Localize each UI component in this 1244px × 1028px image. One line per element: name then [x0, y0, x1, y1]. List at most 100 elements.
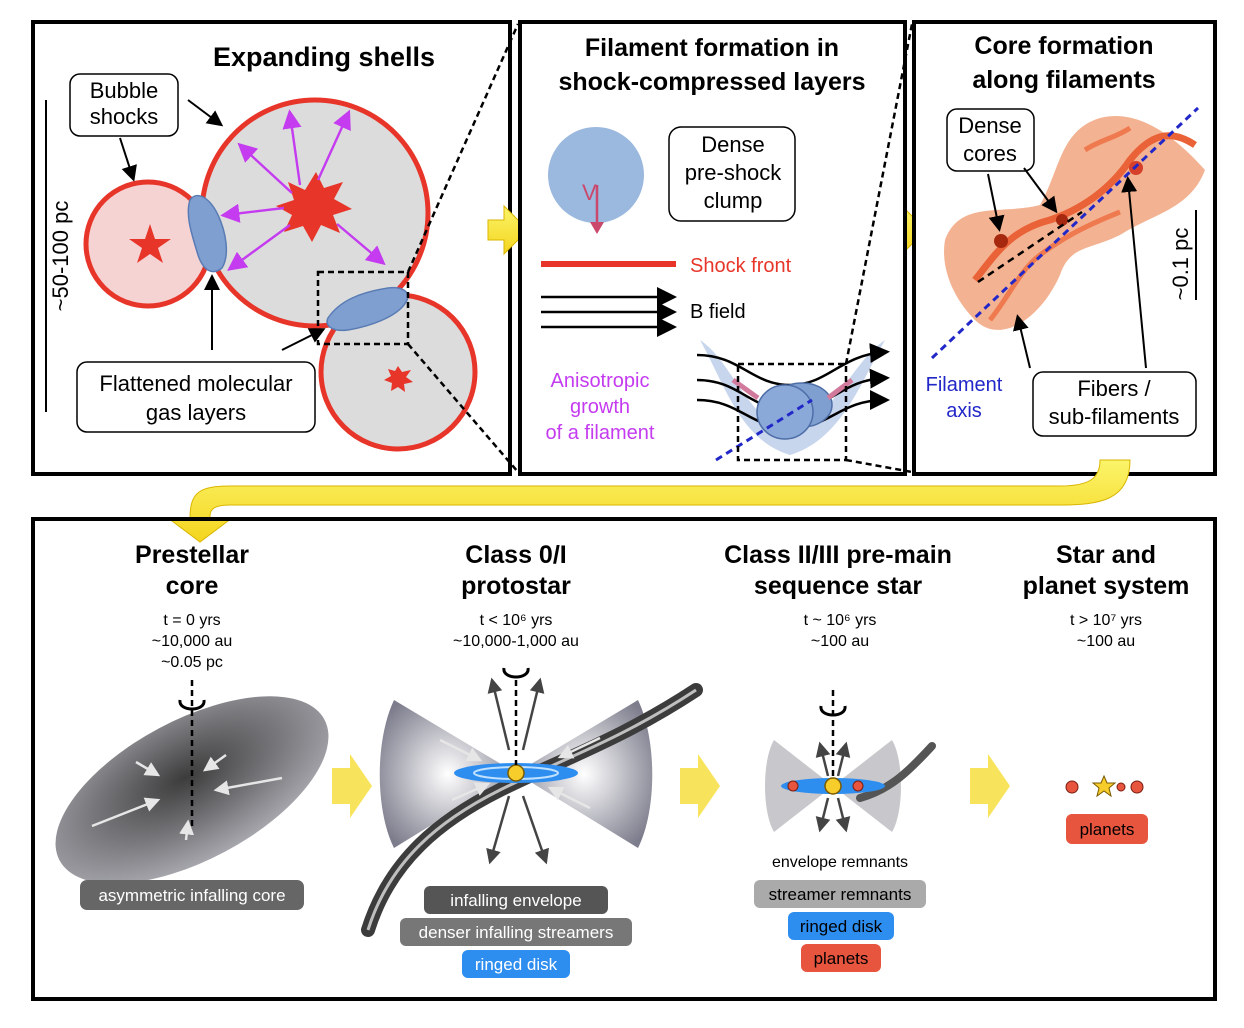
- panel-core-formation: Core formation along filaments Dense cor…: [912, 20, 1217, 476]
- planet-2: [1116, 782, 1126, 792]
- rotation-icon-1: [178, 699, 206, 711]
- fibers-arrow-1: [1013, 314, 1031, 369]
- dense-cores-label-2: cores: [963, 141, 1017, 166]
- dense-cores-arrow-2: [1023, 167, 1058, 214]
- label-streamer-remnants: streamer remnants: [769, 885, 912, 904]
- label-streamer-remnants-box: [754, 880, 926, 908]
- core-chain-dashes: [977, 210, 1083, 284]
- velocity-arrowhead: [590, 222, 604, 234]
- clump-label-2: pre-shock: [685, 160, 783, 185]
- stage3-title-1: Class II/III pre-main: [724, 541, 952, 569]
- clump-label-3: clump: [704, 188, 763, 213]
- compressed-layer-left: [187, 194, 228, 273]
- dense-cores-box: [946, 108, 1035, 172]
- bubble-shocks-arrow-1: [119, 137, 137, 182]
- expansion-arrows: [220, 109, 386, 271]
- label-planets-2: planets: [1080, 820, 1135, 839]
- panel-expanding-shells: Expanding shells Bubble shocks: [31, 20, 520, 476]
- label-infalling-envelope: infalling envelope: [450, 891, 581, 910]
- label-infalling-envelope-box: [424, 886, 608, 914]
- label-ringed-disk-1: ringed disk: [475, 955, 558, 974]
- zoom-line-top-2: [844, 23, 914, 365]
- label-asymmetric-core-box: [80, 880, 304, 910]
- stage2-info-2: ~10,000-1,000 au: [453, 633, 579, 650]
- envelope-left-lobe: [379, 700, 516, 848]
- flattened-label-2: gas layers: [146, 400, 246, 425]
- panel-filament-formation: Filament formation in shock-compressed l…: [518, 20, 914, 476]
- pre-shock-clump: [548, 127, 644, 223]
- stage4-title-1: Star and: [1056, 541, 1156, 569]
- bubble-shocks-label-1: Bubble: [90, 78, 159, 103]
- label-planets-box-1: [801, 944, 881, 972]
- stage3-title-2: sequence star: [754, 572, 922, 600]
- stage1-title-1: Prestellar: [135, 541, 249, 569]
- stage4-info-1: t > 10⁷ yrs: [1070, 612, 1142, 629]
- label-asymmetric-core: asymmetric infalling core: [98, 886, 285, 905]
- flattened-layers-box: [76, 361, 316, 433]
- dense-core-1: [994, 234, 1008, 248]
- star-icon: [129, 224, 171, 263]
- label-streamers: denser infalling streamers: [419, 923, 614, 942]
- filament-axis-dashed: [930, 106, 1200, 360]
- filament-axis-line: [715, 398, 813, 462]
- stage1-info-2: ~10,000 au: [152, 633, 233, 650]
- pms-outflow-arrows: [815, 741, 851, 833]
- clump-box: [668, 126, 796, 222]
- stage2-title-2: protostar: [461, 572, 571, 600]
- b-field-label: B field: [690, 301, 746, 323]
- stage2-title-1: Class 0/I: [465, 541, 566, 569]
- stage3-info-1: t ~ 10⁶ yrs: [804, 612, 877, 629]
- rotation-icon-2: [502, 667, 530, 679]
- panel3-title-2: along filaments: [972, 66, 1155, 94]
- clump-label-1: Dense: [701, 132, 765, 157]
- flattened-label-1: Flattened molecular: [99, 371, 292, 396]
- zoom-box: [316, 270, 410, 346]
- shock-front-label: Shock front: [690, 255, 792, 277]
- filament-axis-label-2: axis: [946, 400, 982, 422]
- panel2-title-2: shock-compressed layers: [558, 68, 865, 96]
- zoom-line-top: [406, 23, 520, 273]
- pms-star-illustration: envelope remnants streamer remnants ring…: [754, 690, 936, 972]
- stage-arrow-3: [970, 754, 1010, 818]
- envelope-infall-arrows: [439, 736, 601, 810]
- label-planets-box-2: [1066, 814, 1148, 844]
- streamer-highlight: [366, 688, 697, 931]
- protostar-illustration: infalling envelope denser infalling stre…: [361, 667, 703, 978]
- aniso-label-2: growth: [570, 396, 630, 418]
- outflow-arrows: [486, 677, 549, 865]
- planet-pms-2: [852, 780, 864, 792]
- protostar: [507, 764, 525, 782]
- stage-prestellar-header: Prestellar core t = 0 yrs ~10,000 au ~0.…: [135, 541, 249, 671]
- fiber-3: [1083, 125, 1132, 153]
- stage2-info-1: t < 10⁶ yrs: [480, 612, 553, 629]
- star-icon-2: [1091, 774, 1117, 798]
- b-field-arrows: [541, 287, 677, 337]
- stage-planet-system-header: Star and planet system t > 10⁷ yrs ~100 …: [1023, 541, 1190, 650]
- filament-axis-label-1: Filament: [926, 374, 1003, 396]
- stage1-title-2: core: [166, 572, 219, 600]
- stage4-title-2: planet system: [1023, 572, 1190, 600]
- bottom-panel-frame: [31, 517, 1217, 1001]
- panel1-title: Expanding shells: [213, 42, 435, 72]
- flattened-arrow-2: [281, 328, 326, 351]
- inflow-arrow-right: [826, 378, 854, 400]
- rotation-icon-3: [819, 705, 847, 717]
- scale-label-right: ~0.1 pc: [1168, 228, 1193, 301]
- stage1-info-1: t = 0 yrs: [163, 612, 220, 629]
- dense-cores-label-1: Dense: [958, 113, 1022, 138]
- prestellar-infall-arrows: [91, 753, 283, 841]
- label-ringed-disk-box-2: [788, 912, 894, 940]
- compressed-layer-right: [326, 286, 409, 332]
- stage4-info-2: ~100 au: [1077, 633, 1135, 650]
- bubble-shocks-arrow-2: [187, 99, 224, 127]
- fibers-label-1: Fibers /: [1077, 376, 1151, 401]
- explosion-icon: [276, 172, 352, 242]
- flow-arrow-1: [487, 204, 529, 256]
- dense-cores-arrow-1: [987, 173, 1005, 232]
- stage-pms-header: Class II/III pre-main sequence star t ~ …: [724, 541, 952, 650]
- planet-3: [1130, 780, 1144, 794]
- planet-1: [1065, 780, 1079, 794]
- panel2-title-1: Filament formation in: [585, 34, 839, 62]
- panel3-title-1: Core formation: [974, 32, 1153, 60]
